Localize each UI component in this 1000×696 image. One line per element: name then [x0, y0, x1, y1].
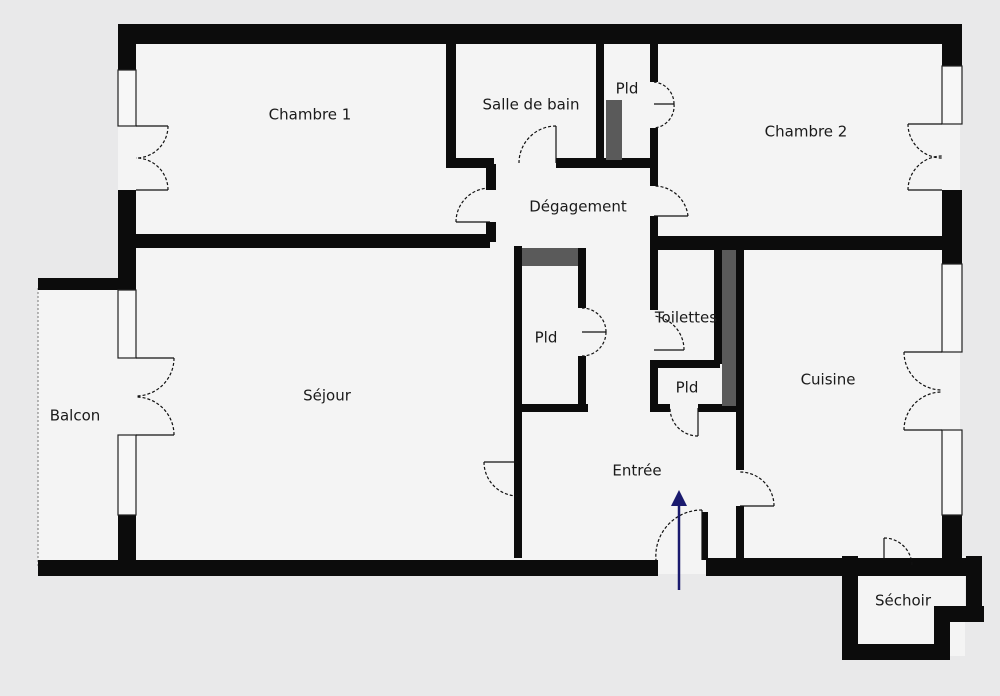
walls — [38, 24, 984, 660]
room-label-balcon: Balcon — [50, 407, 101, 425]
doors — [135, 81, 943, 567]
entry-arrow-icon — [671, 490, 687, 590]
room-label-pld-small: Pld — [676, 379, 699, 397]
room-label-degagement: Dégagement — [529, 198, 627, 216]
room-label-pld-middle: Pld — [535, 329, 558, 347]
room-label-chambre1: Chambre 1 — [269, 106, 352, 124]
closet-shelves — [522, 100, 736, 406]
room-label-salle-de-bain: Salle de bain — [483, 96, 580, 114]
room-label-pld-top: Pld — [616, 80, 639, 98]
room-label-sechoir: Séchoir — [875, 592, 932, 610]
room-label-toilettes: Toilettes — [654, 309, 717, 327]
room-label-entree: Entrée — [612, 462, 661, 480]
room-label-cuisine: Cuisine — [801, 371, 856, 389]
windows — [117, 65, 963, 516]
room-label-chambre2: Chambre 2 — [765, 123, 848, 141]
room-label-sejour: Séjour — [303, 387, 352, 405]
room-labels: Chambre 1 Salle de bain Pld Chambre 2 Dé… — [50, 80, 932, 610]
